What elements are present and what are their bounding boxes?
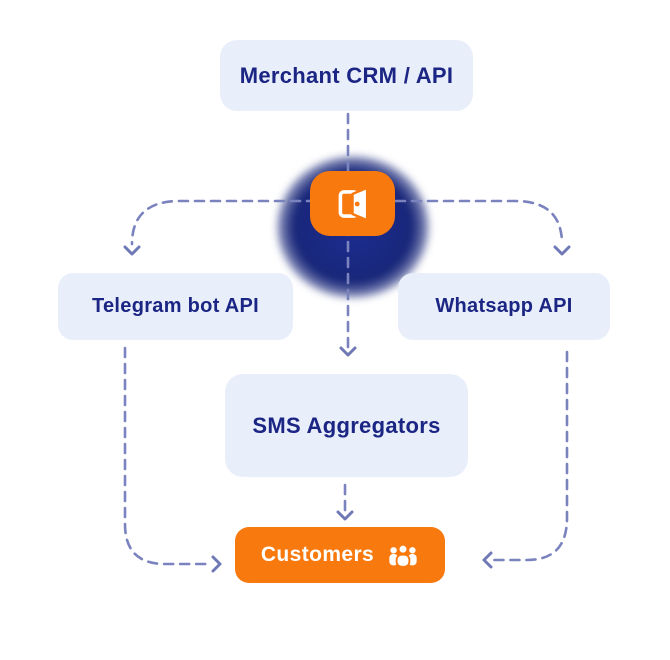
open-door-icon [332,183,374,225]
node-customers-label: Customers [260,543,375,566]
node-customers: Customers [235,527,445,583]
node-whatsapp-label: Whatsapp API [435,295,573,317]
arrow-right-customers [211,555,222,573]
edge-telegram-to-customers [123,346,214,566]
node-telegram-label: Telegram bot API [91,295,260,317]
edge-hub-to-whatsapp [346,199,564,246]
edge-whatsapp-to-customers [490,350,569,562]
people-group-icon [387,542,419,568]
node-telegram-bot-api: Telegram bot API [58,273,293,340]
node-sms-aggregators: SMS Aggregators [225,374,468,477]
arrow-down-sms [339,346,357,357]
arrow-down-telegram [123,245,141,256]
node-merchant-label: Merchant CRM / API [239,62,454,88]
arrow-left-customers [482,551,493,569]
gateway-hub-badge [310,171,395,236]
node-whatsapp-api: Whatsapp API [398,273,610,340]
arrow-down-whatsapp [553,245,571,256]
node-sms-label: SMS Aggregators [252,412,441,438]
edge-hub-to-telegram [130,199,350,246]
arrow-down-customers [336,510,354,521]
node-merchant-crm-api: Merchant CRM / API [220,40,473,111]
